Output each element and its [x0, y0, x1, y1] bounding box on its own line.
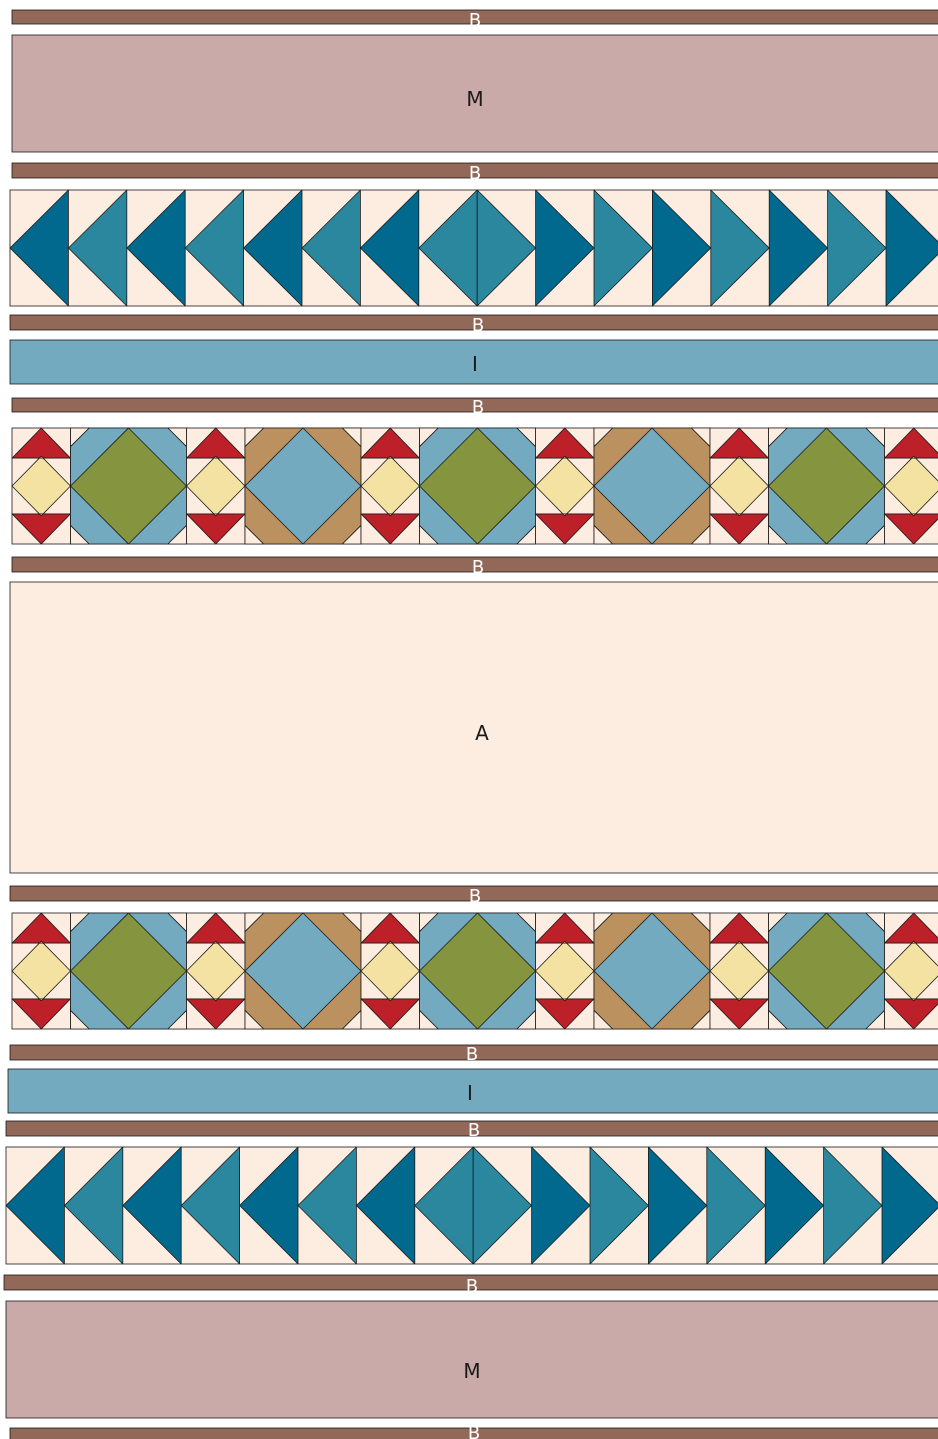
- star-block-row-top: [12, 428, 938, 544]
- binding-label-1: B: [469, 10, 481, 31]
- middle-border-label-bottom: M: [463, 1359, 480, 1383]
- middle-border-label-top: M: [466, 87, 483, 111]
- binding-label-3: B: [472, 315, 484, 336]
- binding-label-2: B: [469, 163, 481, 184]
- inner-border-bottom: [8, 1069, 938, 1113]
- flying-geese-row-bottom: [6, 1147, 938, 1264]
- binding-label-7: B: [466, 1044, 478, 1065]
- inner-border-label-bottom: I: [467, 1081, 473, 1105]
- binding-label-6: B: [469, 886, 481, 907]
- binding-label-4: B: [472, 397, 484, 418]
- inner-border-label-top: I: [472, 352, 478, 376]
- center-panel: [10, 582, 938, 873]
- binding-label-5: B: [472, 557, 484, 578]
- center-panel-label: A: [475, 721, 489, 745]
- binding-label-9: B: [466, 1276, 478, 1297]
- binding-label-10: B: [468, 1423, 480, 1439]
- binding-label-8: B: [468, 1120, 480, 1141]
- flying-geese-row-top: [10, 190, 938, 306]
- star-block-row-bottom: [12, 913, 938, 1029]
